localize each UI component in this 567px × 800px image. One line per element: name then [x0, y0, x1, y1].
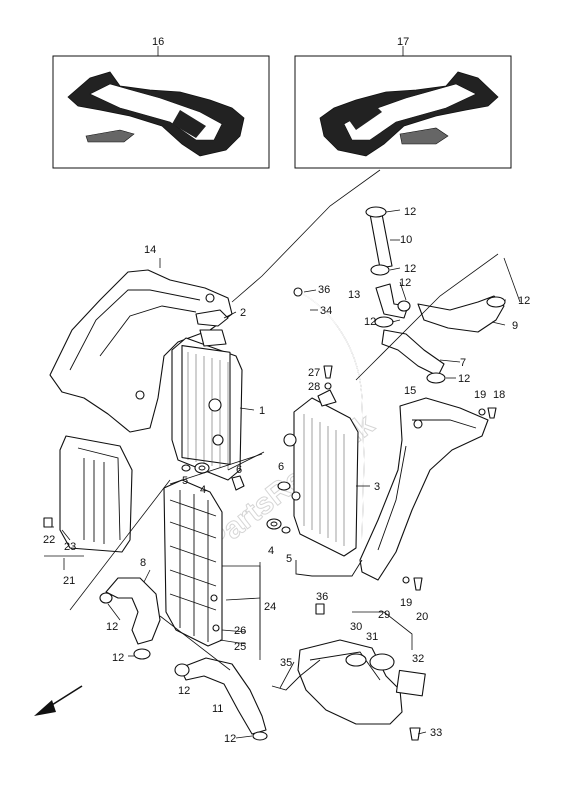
hose-9	[417, 295, 505, 333]
label-32	[395, 669, 426, 697]
callout-35: 35	[280, 657, 292, 669]
hose-8	[105, 577, 161, 645]
callout-numbers: 16 17 14 2 1 5 4 6 12 10 12 12 13 12 36 …	[43, 36, 530, 745]
callout-34: 34	[320, 305, 332, 317]
radiator-left	[171, 329, 243, 481]
hose-clamp-10b	[370, 264, 390, 276]
hose-clamp-7	[426, 372, 446, 384]
callout-19-top: 19	[474, 389, 486, 401]
callout-18: 18	[493, 389, 505, 401]
washer-28	[324, 382, 332, 390]
hose-clamp-lower	[133, 648, 151, 660]
callout-12-j: 12	[224, 733, 236, 745]
callout-12-e: 12	[518, 295, 530, 307]
hose-clamp-9	[486, 296, 506, 308]
callout-22: 22	[43, 534, 55, 546]
callout-16: 16	[152, 36, 164, 48]
hose-clip-36-top	[293, 287, 303, 297]
radiator-shroud-right	[359, 397, 489, 581]
hose-clip-36-bottom	[315, 603, 325, 615]
side-cover-left	[43, 435, 133, 553]
leader-lines	[48, 209, 506, 739]
callout-30: 30	[350, 621, 362, 633]
callout-4-right: 4	[268, 545, 274, 557]
washer-19-bottom	[402, 576, 410, 584]
reservoir-cap-31	[369, 653, 395, 671]
callout-12-a: 12	[404, 206, 416, 218]
grommet-4-right	[266, 518, 282, 530]
callout-19-bottom: 19	[400, 597, 412, 609]
callout-11: 11	[212, 703, 223, 715]
callout-28: 28	[308, 381, 320, 393]
decal-right-box	[294, 55, 512, 169]
front-direction-arrow-icon	[34, 685, 83, 716]
callout-31: 31	[366, 631, 378, 643]
callout-6-left: 6	[236, 464, 242, 476]
callout-1: 1	[259, 405, 265, 417]
callout-33: 33	[430, 727, 442, 739]
callout-12-b: 12	[404, 263, 416, 275]
callout-12-h: 12	[112, 652, 124, 664]
callout-32: 32	[412, 653, 424, 665]
callout-36-bottom: 36	[316, 591, 328, 603]
callout-3: 3	[374, 481, 380, 493]
hose-10	[369, 213, 393, 269]
callout-20: 20	[416, 611, 428, 623]
callout-9: 9	[512, 320, 518, 332]
callout-2: 2	[240, 307, 246, 319]
callout-26: 26	[234, 625, 246, 637]
callout-6-right: 6	[278, 461, 284, 473]
callout-21: 21	[63, 575, 75, 587]
collar-5-right	[281, 526, 291, 534]
reservoir-hose-35	[271, 659, 321, 691]
callout-12-f: 12	[458, 373, 470, 385]
hose-clamp-11-top	[174, 663, 190, 677]
hose-clamp-10	[365, 206, 387, 218]
callout-27: 27	[308, 367, 320, 379]
callout-5-right: 5	[286, 553, 292, 565]
bolt-18	[487, 407, 497, 419]
grommets-left	[181, 462, 245, 491]
callout-23: 23	[64, 541, 76, 553]
bolt-20	[413, 577, 423, 591]
callout-14: 14	[144, 244, 156, 256]
hose-clamp-13	[374, 316, 394, 328]
callout-4-left: 4	[200, 484, 206, 496]
bolt-33	[409, 727, 421, 741]
radiator-right	[283, 389, 359, 557]
callout-25: 25	[234, 641, 246, 653]
callout-36-top: 36	[318, 284, 330, 296]
callout-13: 13	[348, 289, 360, 301]
callout-5-left: 5	[182, 475, 188, 487]
radiator-shroud-left	[49, 269, 233, 433]
callout-12-i: 12	[178, 685, 190, 697]
decal-left-box	[52, 55, 270, 169]
bolt-6-right	[277, 481, 291, 491]
hose-clamp-11-bottom	[252, 731, 268, 741]
callout-10: 10	[400, 234, 412, 246]
callout-7: 7	[460, 357, 466, 369]
reservoir-tank	[297, 639, 426, 725]
decal-pointer-right	[355, 253, 499, 381]
callout-8: 8	[140, 557, 146, 569]
washer-19-top	[478, 408, 486, 416]
callout-15: 15	[404, 385, 416, 397]
radiator-cap	[195, 309, 229, 327]
hose-clamp-left	[99, 592, 113, 604]
hose-7	[381, 329, 445, 377]
callout-12-c: 12	[399, 277, 411, 289]
callout-29: 29	[378, 609, 390, 621]
callout-12-g: 12	[106, 621, 118, 633]
radiator-guard	[163, 479, 223, 647]
decal-pointer-left	[231, 169, 381, 303]
hose-11	[179, 657, 267, 735]
callout-24: 24	[264, 601, 276, 613]
bolt-27	[323, 365, 333, 379]
callout-17: 17	[397, 36, 409, 48]
callout-12-d: 12	[364, 316, 376, 328]
